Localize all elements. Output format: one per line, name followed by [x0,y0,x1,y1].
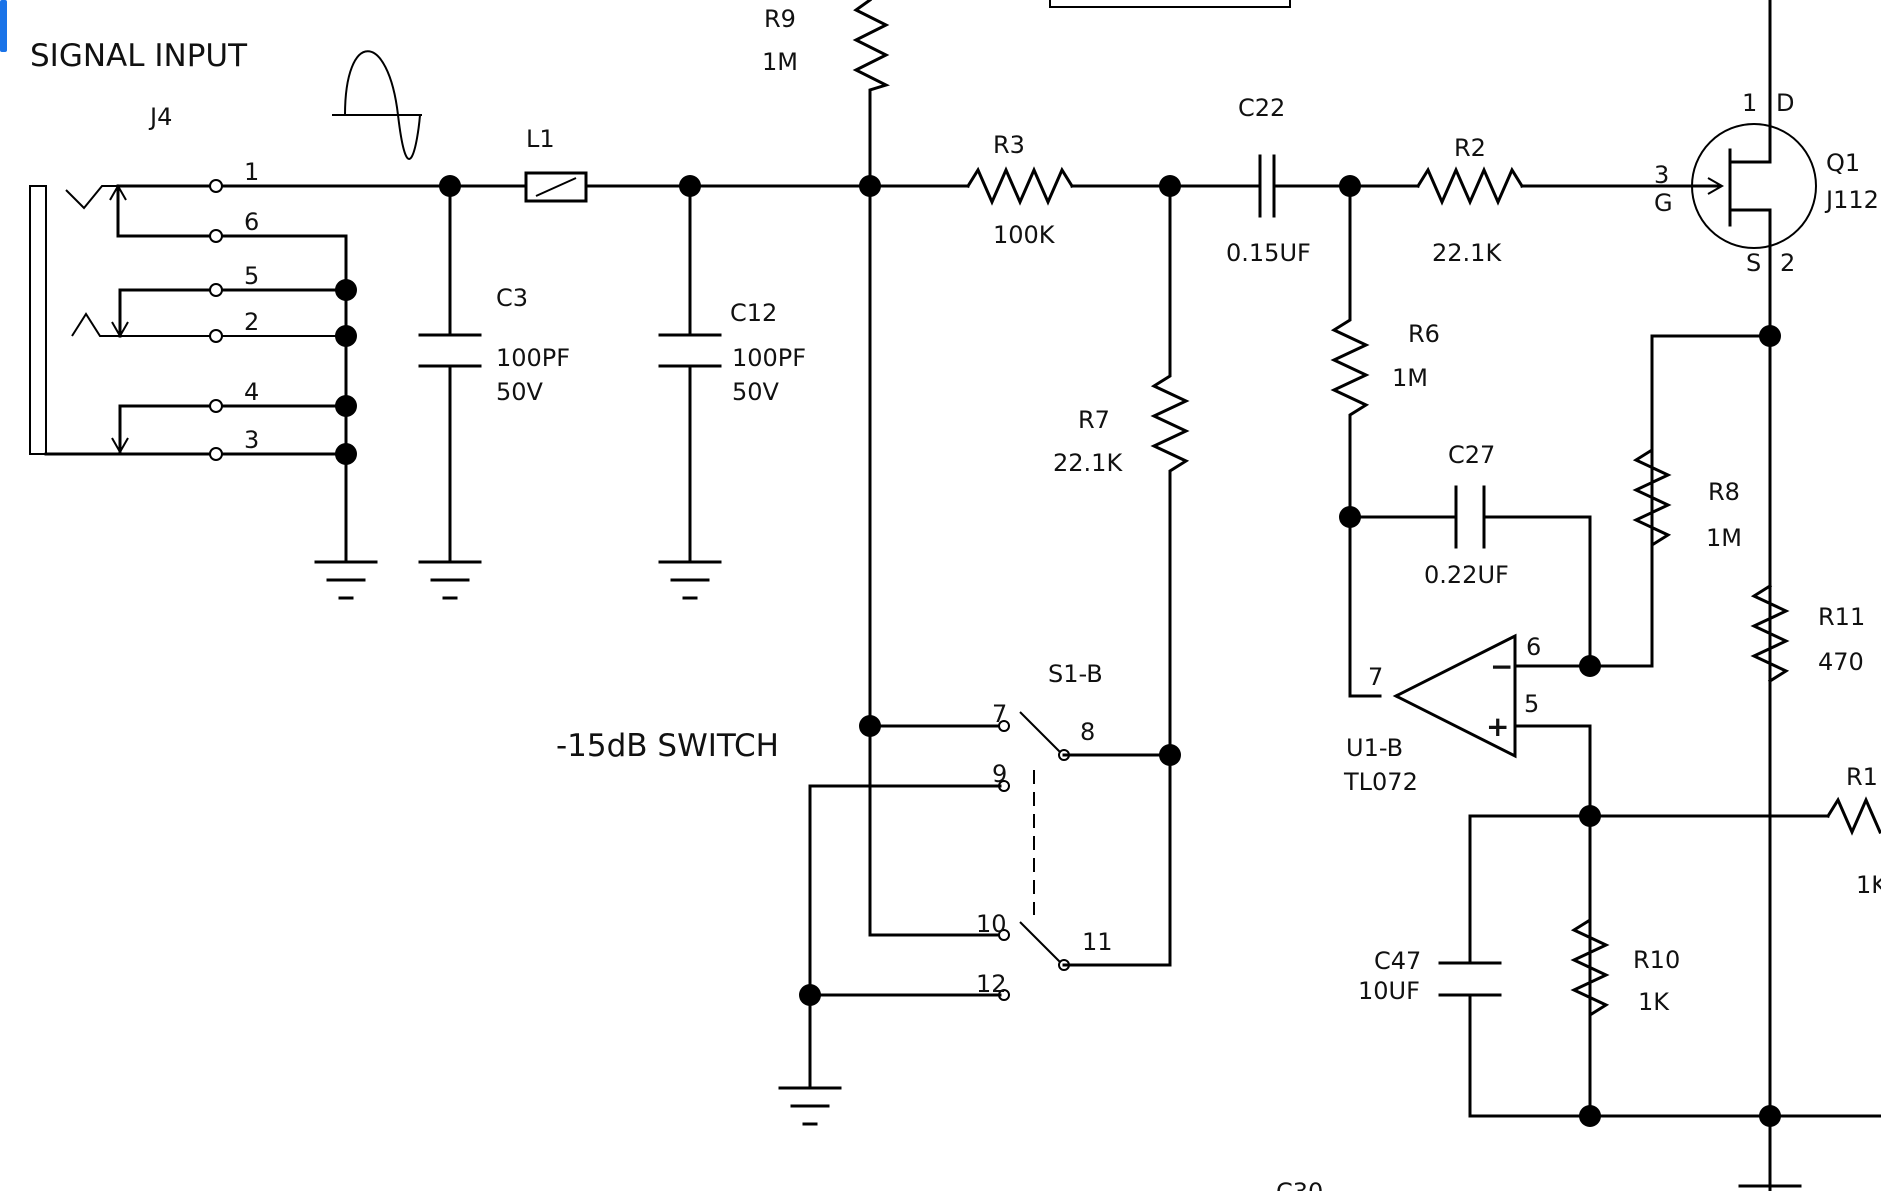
c47-value: 10UF [1358,977,1420,1005]
c3-value: 100PF [496,344,570,372]
resistor-r6[interactable] [1330,184,1382,698]
resistor-r1[interactable] [1825,796,1881,836]
r1-ref: R1 [1846,763,1878,791]
r11-ref: R11 [1818,603,1865,631]
junction-dot [859,715,881,737]
r7-ref: R7 [1078,406,1110,434]
capacitor-c47[interactable] [1438,814,1502,1118]
j4-pin-6: 6 [244,208,259,236]
r6-ref: R6 [1408,320,1440,348]
j4-pin-1: 1 [244,158,259,186]
q1-part: J112 [1824,186,1879,214]
r10-value: 1K [1638,988,1670,1016]
r9-ref: R9 [764,5,796,33]
q1-label-s: S [1746,249,1761,277]
ground-symbol [314,560,378,600]
switch-label: -15dB SWITCH [556,728,779,764]
j4-pin-2: 2 [244,308,259,336]
opamp-plus-sign: + [1486,710,1509,743]
r7-value: 22.1K [1053,449,1123,477]
r6-value: 1M [1392,364,1428,392]
s1b-pin-12: 12 [976,970,1007,998]
u1b-part: TL072 [1343,768,1418,796]
r8-value: 1M [1706,524,1742,552]
j4-pin-4: 4 [244,378,259,406]
offscreen-block [1049,0,1291,8]
capacitor-c27[interactable] [1348,485,1592,668]
jack-j4[interactable] [29,179,449,562]
junction-dot [1759,325,1781,347]
r8-ref: R8 [1708,478,1740,506]
ground-symbol [778,1086,842,1126]
resistor-r3[interactable] [965,166,1075,206]
switch-s1b[interactable] [998,711,1172,1001]
sine-wave-icon [332,50,422,160]
s1b-pin-7: 7 [992,700,1007,728]
r1-value: 1K [1856,871,1881,899]
s1b-pin-10: 10 [976,910,1007,938]
q1-label-d: D [1776,89,1794,117]
c12-value: 100PF [732,344,806,372]
c30-ref: C30 [1276,1178,1323,1191]
j4-ref: J4 [148,103,172,131]
u1b-pin-6: 6 [1526,633,1541,661]
s1b-pin-11: 11 [1082,928,1113,956]
ground-symbol [418,560,482,600]
resistor-r10[interactable] [1570,814,1610,1118]
j4-pin-5: 5 [244,262,259,290]
ground-symbol [658,560,722,600]
selection-handle[interactable] [0,0,7,52]
l1-ref: L1 [526,125,555,153]
gate-arrow-icon [1707,177,1725,195]
q1-pin-s: 2 [1780,249,1795,277]
c47-ref: C47 [1374,947,1421,975]
opamp-minus-sign: − [1490,650,1513,683]
q1-label-g: G [1654,189,1673,217]
jfet-q1[interactable] [1691,0,1817,1193]
c3-ref: C3 [496,284,528,312]
resistor-r9[interactable] [852,0,890,188]
junction-dot [1759,1105,1781,1127]
u1b-pin-7: 7 [1368,663,1383,691]
r3-value: 100K [993,221,1056,249]
resistor-r8[interactable] [1588,334,1772,668]
signal-input-label: SIGNAL INPUT [30,38,248,74]
junction-dot [335,279,357,301]
s1b-ref: S1-B [1048,660,1103,688]
r10-ref: R10 [1633,946,1680,974]
junction-dot [335,325,357,347]
junction-dot [335,443,357,465]
u1b-ref: U1-B [1346,734,1403,762]
s1b-pin-8: 8 [1080,718,1095,746]
resistor-r2[interactable] [1415,166,1525,206]
s1b-pin-9: 9 [992,760,1007,788]
junction-dot [335,395,357,417]
q1-pin-d: 1 [1742,89,1757,117]
r2-value: 22.1K [1432,239,1502,267]
capacitor-c12[interactable] [658,184,722,562]
q1-pin-g: 3 [1654,161,1669,189]
junction-dot [1579,1105,1601,1127]
r9-value: 1M [762,48,798,76]
c27-value: 0.22UF [1424,561,1509,589]
r2-ref: R2 [1454,134,1486,162]
q1-ref: Q1 [1826,149,1860,177]
resistor-r11[interactable] [1750,583,1790,684]
j4-pin-3: 3 [244,426,259,454]
c22-value: 0.15UF [1226,239,1311,267]
c22-ref: C22 [1238,94,1285,122]
capacitor-c3[interactable] [418,184,482,562]
opamp-u1b[interactable] [1392,633,1592,1118]
u1b-pin-5: 5 [1524,690,1539,718]
resistor-r7[interactable] [1150,184,1190,965]
r11-value: 470 [1818,648,1864,676]
c12-voltage: 50V [732,378,780,406]
junction-dot [799,984,821,1006]
r3-ref: R3 [993,131,1025,159]
c27-ref: C27 [1448,441,1495,469]
c12-ref: C12 [730,299,777,327]
c3-voltage: 50V [496,378,544,406]
